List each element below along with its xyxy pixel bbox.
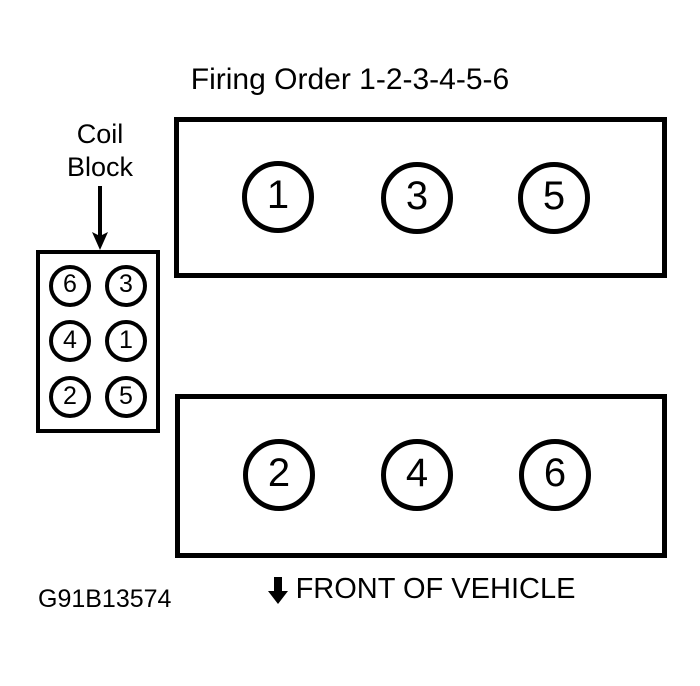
front-of-vehicle-marker: FRONT OF VEHICLE (175, 573, 667, 606)
cylinder-circle[interactable]: 1 (242, 161, 314, 233)
coil-block-label-line-2: Block (66, 152, 134, 182)
coil-terminal-number: 1 (119, 325, 133, 354)
cylinder-circle[interactable]: 2 (243, 439, 315, 511)
coil-terminal[interactable]: 1 (105, 320, 147, 363)
cylinder-number: 1 (266, 173, 290, 217)
cylinder-number: 6 (543, 451, 567, 495)
coil-terminal[interactable]: 2 (49, 376, 91, 419)
coil-block: 6 3 4 1 2 5 (36, 250, 160, 433)
coil-terminal-number: 5 (119, 381, 133, 410)
coil-terminal[interactable]: 3 (105, 264, 147, 307)
coil-terminal-number: 3 (119, 270, 133, 299)
cylinder-circle[interactable]: 6 (519, 439, 591, 511)
solid-down-arrow-icon (267, 576, 288, 604)
coil-block-label: Coil Block (30, 118, 170, 184)
page-title: Firing Order 1-2-3-4-5-6 (190, 63, 510, 96)
cylinder-circle[interactable]: 4 (381, 439, 453, 511)
coil-terminal-number: 2 (63, 381, 77, 410)
coil-block-label-line-1: Coil (76, 119, 124, 149)
figure-caption-code: G91B13574 (38, 585, 172, 613)
coil-terminal-grid: 6 3 4 1 2 5 (40, 254, 156, 429)
cylinder-number: 5 (542, 174, 566, 218)
coil-terminal[interactable]: 5 (105, 376, 147, 419)
coil-terminal-number: 6 (63, 270, 77, 299)
down-arrow-icon (92, 186, 108, 250)
cylinder-number: 3 (405, 174, 429, 218)
cylinder-circle[interactable]: 3 (381, 162, 453, 234)
front-of-vehicle-label: FRONT OF VEHICLE (295, 573, 576, 605)
cylinder-number: 2 (267, 451, 291, 495)
coil-terminal-number: 4 (63, 325, 77, 354)
coil-terminal[interactable]: 6 (49, 264, 91, 307)
coil-terminal[interactable]: 4 (49, 320, 91, 363)
cylinder-number: 4 (405, 451, 429, 495)
cylinder-circle[interactable]: 5 (518, 162, 590, 234)
